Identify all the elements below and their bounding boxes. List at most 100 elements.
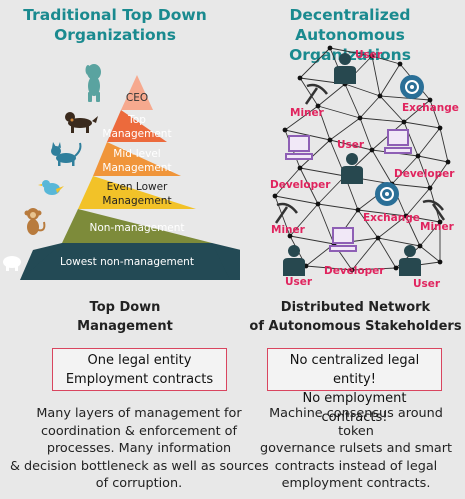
network-link [439, 127, 449, 163]
network-node [297, 165, 303, 171]
network-link [317, 105, 361, 119]
network-label-developer: Developer [394, 168, 455, 180]
network-link [317, 175, 346, 205]
network-diagram: User Exchange Miner User Developer Devel… [270, 45, 459, 290]
network-node [282, 127, 288, 133]
left-text-line: Many layers of management for [36, 406, 242, 421]
network-link [329, 139, 373, 151]
network-link [344, 83, 381, 97]
monkey-icon [24, 208, 46, 235]
network-link [403, 121, 441, 129]
network-label-user: User [285, 276, 313, 288]
right-legal-box: No centralized legal entity! No employme… [267, 348, 442, 425]
right-title: Decentralized Autonomous Organizations [240, 5, 460, 65]
network-link [329, 117, 361, 141]
network-link [429, 99, 441, 129]
left-text-line: processes. Many information [46, 441, 232, 457]
developer-computer-icon [384, 129, 412, 154]
network-label-developer: Developer [324, 265, 385, 277]
network-node [417, 243, 423, 249]
network-node [355, 207, 361, 213]
bird-icon [38, 180, 64, 195]
exchange-icon [400, 75, 424, 99]
network-link [371, 55, 381, 97]
network-link [405, 215, 421, 247]
level-mid-label-2: Management [102, 162, 171, 174]
network-link [299, 77, 319, 107]
network-link [391, 155, 419, 185]
network-label-miner: Miner [271, 224, 306, 236]
network-link [274, 167, 301, 197]
network-link [299, 139, 331, 169]
network-node [401, 119, 407, 125]
network-label-user: User [337, 139, 365, 151]
network-label-exchange: Exchange [402, 102, 459, 114]
network-node [437, 125, 443, 131]
developer-computer-icon [285, 135, 313, 160]
pyramid-level-nonmgmt [62, 209, 212, 243]
network-link [317, 83, 346, 107]
right-title-line1: Decentralized Autonomous [289, 6, 411, 44]
network-node [437, 219, 443, 225]
network-label-user: User [413, 278, 441, 290]
network-link [417, 155, 449, 163]
network-link [403, 121, 419, 157]
left-subtitle-line1: Top Down [89, 300, 161, 315]
left-text-line: & decision bottleneck as well as sources [10, 458, 269, 474]
network-link [344, 83, 361, 119]
network-link [359, 117, 373, 151]
network-link [419, 245, 441, 263]
right-subtitle-line2: of Autonomous Stakeholders [249, 319, 462, 334]
network-link [317, 203, 359, 211]
network-label-miner: Miner [420, 221, 455, 233]
level-top-label-2: Management [102, 128, 171, 140]
dog-icon [85, 64, 101, 102]
user-icon [283, 245, 305, 276]
network-link [405, 215, 441, 223]
network-link [274, 195, 291, 237]
network-link [379, 95, 431, 101]
right-text-line: employment contracts. [281, 476, 431, 492]
exchange-icon [375, 182, 399, 206]
network-link [305, 265, 353, 271]
left-subtitle-line2: Management [77, 319, 173, 334]
network-link [359, 95, 381, 119]
network-link [391, 183, 431, 189]
network-link [357, 209, 407, 217]
user-icon [399, 245, 421, 276]
network-label-miner: Miner [290, 107, 325, 119]
level-lowest-label: Lowest non-management [60, 256, 194, 268]
network-link [284, 105, 319, 131]
left-title-line1: Traditional Top Down [23, 6, 207, 24]
miner-pickaxe-icon [304, 83, 328, 105]
network-link [357, 209, 379, 239]
user-icon [341, 153, 363, 184]
left-title: Traditional Top Down Organizations [10, 5, 220, 45]
network-link [417, 155, 431, 189]
miner-pickaxe-icon [274, 202, 298, 224]
level-mid-label-1: Mid-level [113, 148, 160, 160]
network-node [375, 235, 381, 241]
right-text-line: Machine consensus around token [269, 406, 443, 439]
level-lower-label-1: Even Lower [107, 181, 168, 193]
network-node [377, 93, 383, 99]
network-node [445, 159, 451, 165]
network-node [349, 267, 355, 273]
network-link [377, 237, 421, 247]
network-node [393, 265, 399, 271]
left-box-line1: One legal entity [87, 353, 192, 368]
right-subtitle-line1: Distributed Network [280, 300, 431, 315]
network-link [379, 63, 401, 97]
network-link [329, 47, 373, 57]
network-link [419, 221, 441, 247]
network-link [417, 127, 441, 157]
network-link [274, 195, 319, 205]
level-lower-label-2: Management [102, 195, 171, 207]
network-node [287, 233, 293, 239]
network-link [379, 95, 405, 123]
network-link [299, 167, 319, 205]
right-subtitle: Distributed Network of Autonomous Stakeh… [248, 298, 463, 336]
network-node [415, 153, 421, 159]
network-link [371, 55, 401, 65]
network-link [299, 167, 346, 177]
